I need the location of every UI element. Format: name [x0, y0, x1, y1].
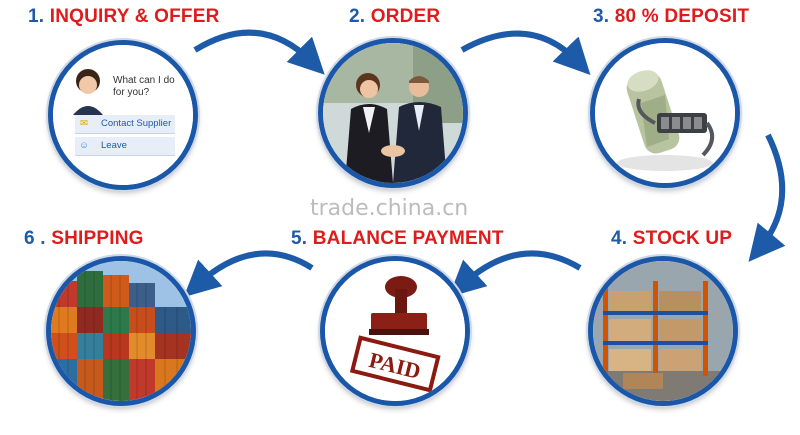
- step-1-title: 1. INQUIRY & OFFER: [28, 6, 220, 28]
- leave-message-button[interactable]: ☺ Leave: [75, 137, 175, 156]
- step-5-label: BALANCE PAYMENT: [312, 228, 504, 249]
- step-4-number: 4.: [611, 228, 628, 249]
- step-3-title: 3. 80 % DEPOSIT: [593, 6, 749, 28]
- step-3-image: [590, 38, 740, 188]
- arrow-2-to-3: [460, 30, 591, 75]
- watermark: trade.china.cn: [310, 196, 469, 221]
- step-5-number: 5.: [291, 228, 308, 249]
- step-1-number: 1.: [28, 6, 45, 27]
- step-5-title: 5. BALANCE PAYMENT: [291, 228, 504, 250]
- step-6-number: 6 .: [24, 228, 46, 249]
- envelope-icon: ✉: [80, 118, 88, 129]
- step-6-title: 6 . SHIPPING: [24, 228, 144, 250]
- arrow-4-to-5: [448, 250, 582, 298]
- contact-supplier-label: Contact Supplier: [101, 118, 172, 129]
- step-4-image: [588, 256, 738, 406]
- arrow-5-to-6: [183, 250, 314, 298]
- step-2-image: [318, 38, 468, 188]
- step-1-label: INQUIRY & OFFER: [49, 6, 220, 27]
- leave-label: Leave: [101, 140, 127, 151]
- contact-supplier-button[interactable]: ✉ Contact Supplier: [75, 115, 175, 134]
- arrow-3-to-4: [748, 133, 786, 262]
- step-5-image: PAID: [320, 256, 470, 406]
- arrow-1-to-2: [193, 29, 325, 75]
- chat-bubble-icon: ☺: [79, 140, 89, 151]
- paid-stamp-picture: PAID: [325, 261, 465, 401]
- step-2-number: 2.: [349, 6, 366, 27]
- step-3-label: 80 % DEPOSIT: [614, 6, 750, 27]
- step-6-image: [46, 256, 196, 406]
- step-4-title: 4. STOCK UP: [611, 228, 732, 250]
- warehouse-picture: [593, 261, 733, 401]
- step-2-title: 2. ORDER: [349, 6, 440, 28]
- step-4-label: STOCK UP: [632, 228, 733, 249]
- step-1-image: What can I do for you? ✉ Contact Supplier…: [48, 40, 198, 190]
- locked-money-picture: [595, 43, 735, 183]
- step-3-number: 3.: [593, 6, 610, 27]
- step-6-label: SHIPPING: [51, 228, 144, 249]
- step-2-label: ORDER: [370, 6, 441, 27]
- chat-prompt: What can I do for you?: [113, 75, 175, 98]
- containers-picture: [51, 261, 191, 401]
- handshake-picture: [323, 43, 463, 183]
